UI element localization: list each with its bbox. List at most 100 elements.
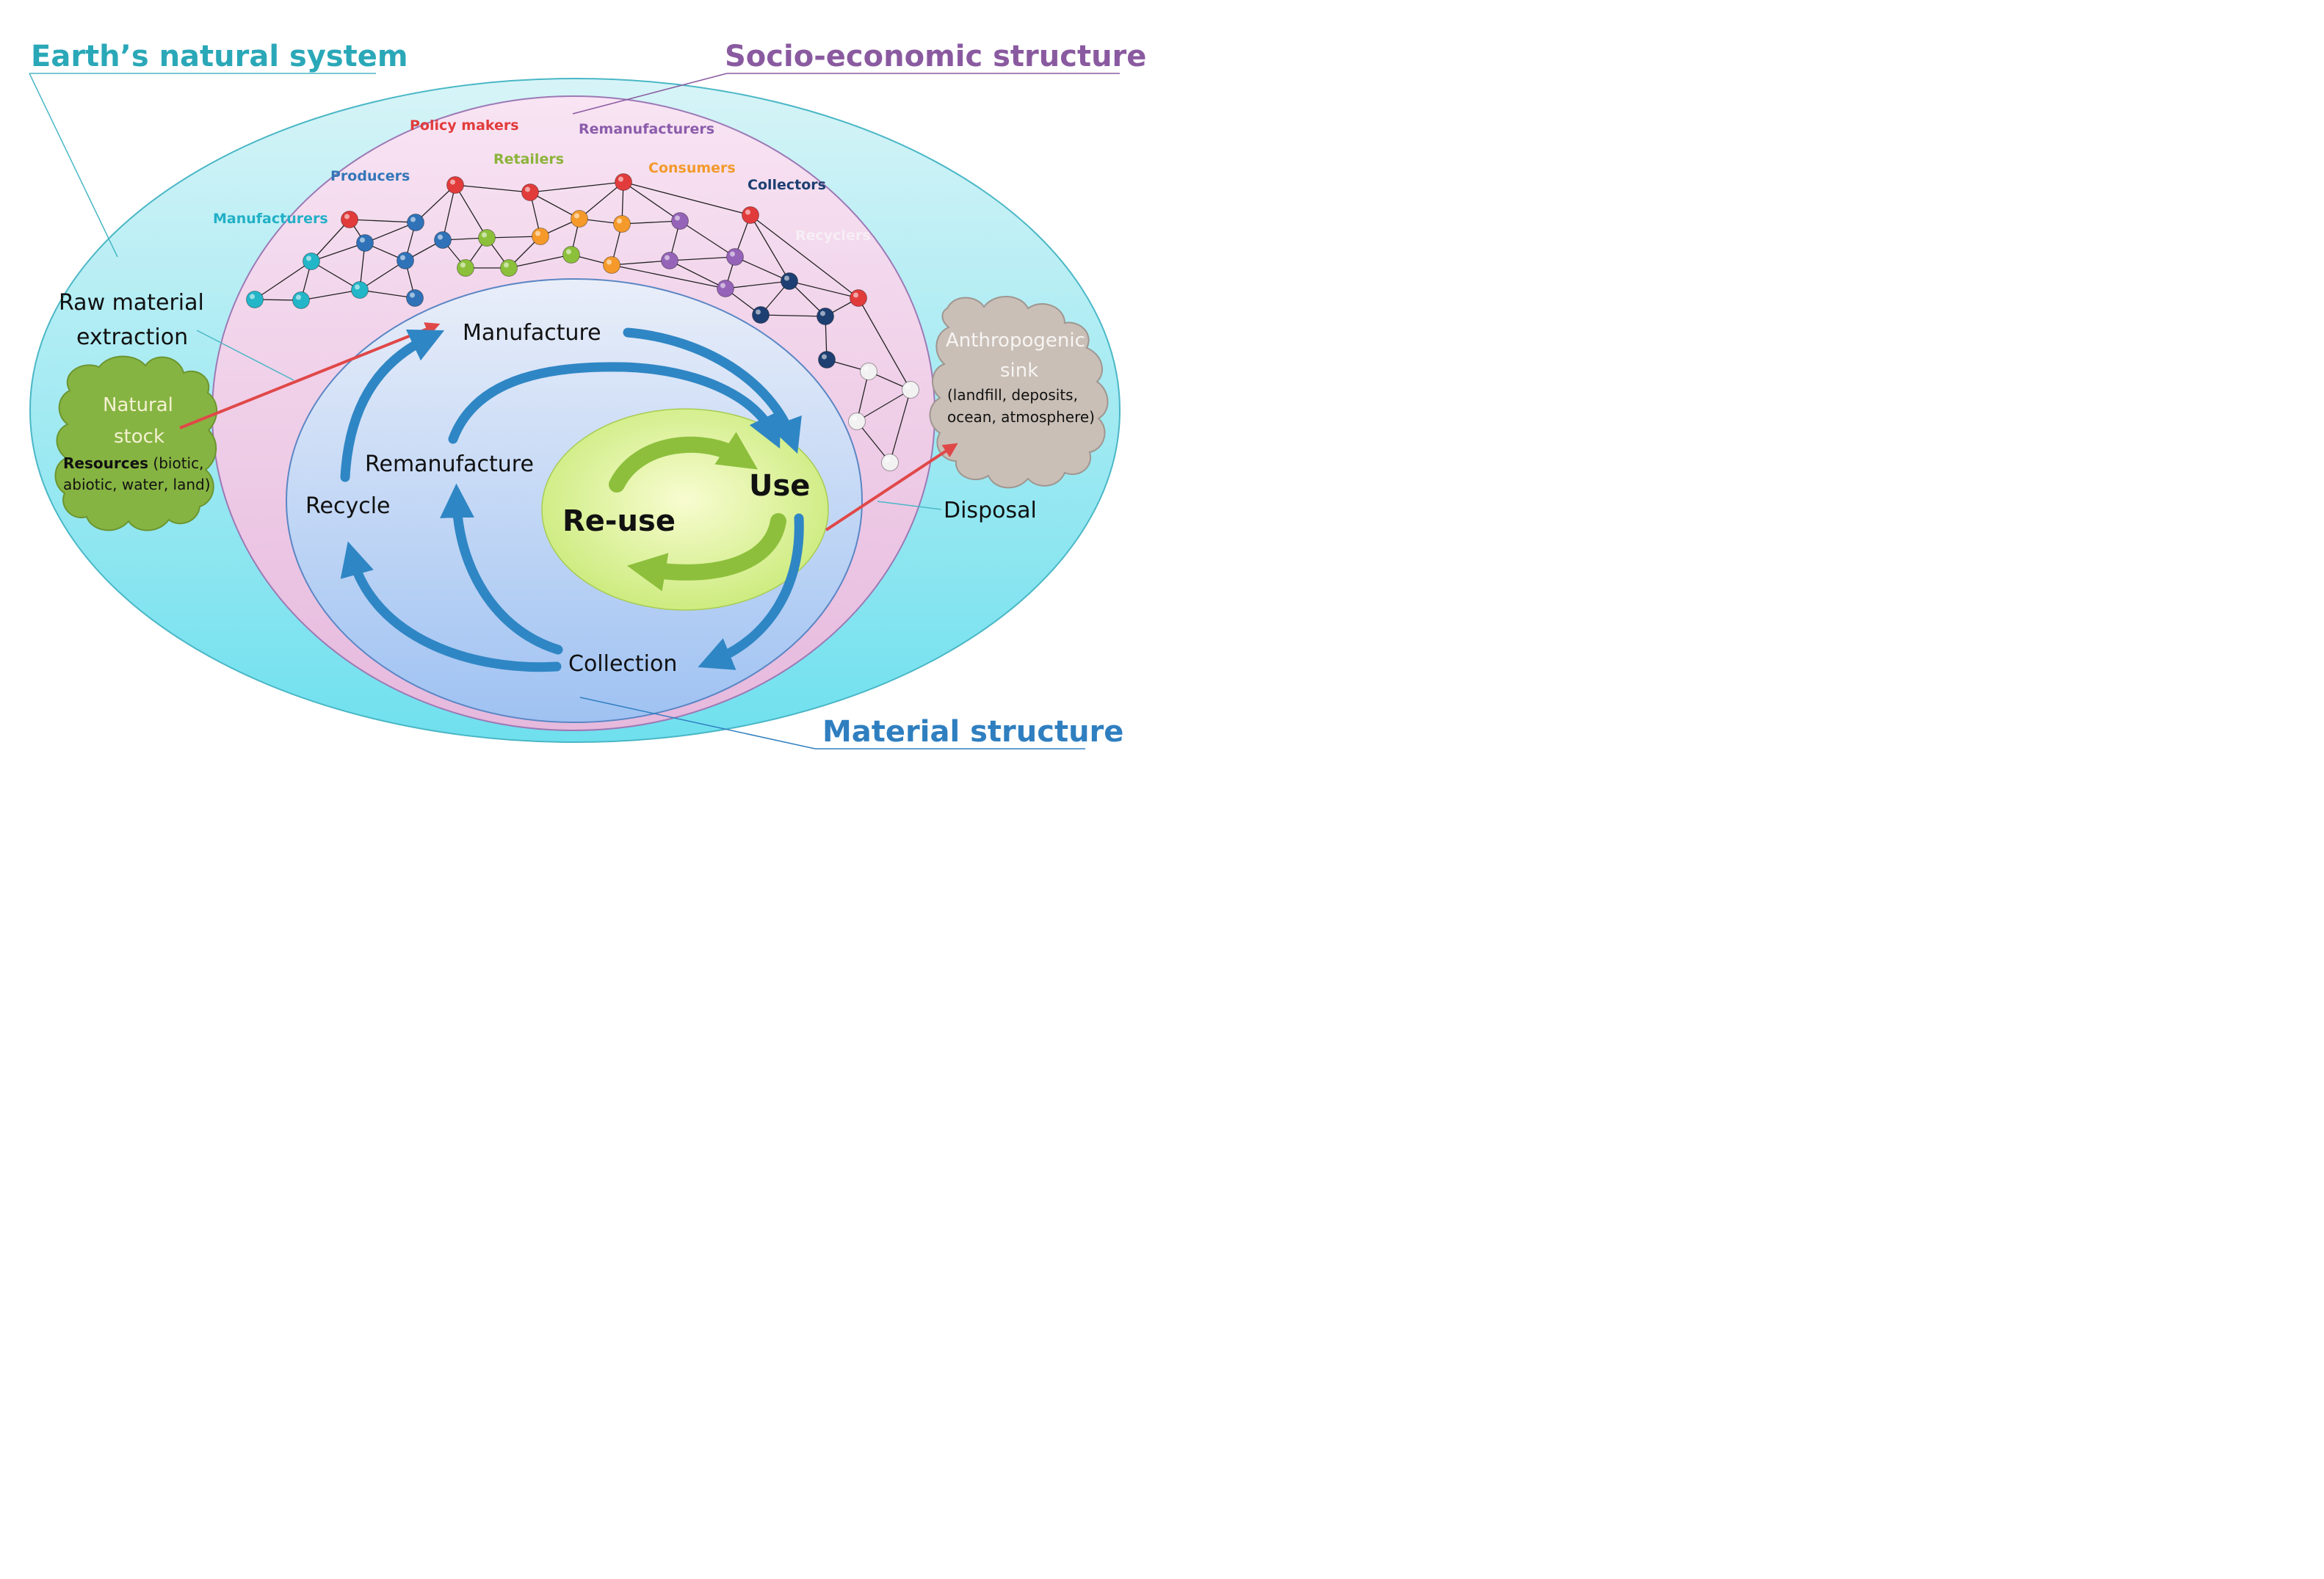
network-node — [818, 351, 836, 369]
network-node — [671, 212, 689, 230]
network-node — [356, 234, 374, 252]
remanufacture-label: Remanufacture — [365, 451, 534, 477]
raw-material-label-2: extraction — [76, 324, 188, 350]
use-to-collection-arrow — [698, 513, 804, 670]
network-node — [781, 272, 798, 290]
network-edge — [669, 256, 736, 261]
natural-stock-label-2: stock — [114, 426, 164, 448]
network-node-highlight — [756, 309, 761, 315]
role-manufacturers: Manufacturers — [213, 211, 328, 227]
network-node-highlight — [410, 217, 416, 222]
network-node-highlight — [864, 366, 869, 371]
network-node-highlight — [820, 311, 825, 316]
network-node — [742, 206, 759, 224]
network-edge — [311, 242, 366, 262]
network-edge — [623, 181, 751, 216]
network-node — [615, 173, 632, 191]
network-node — [860, 363, 877, 380]
network-node-highlight — [482, 232, 487, 238]
network-node-highlight — [607, 259, 612, 265]
network-node — [726, 248, 744, 266]
network-edge — [442, 184, 456, 241]
network-node-highlight — [566, 249, 571, 255]
circular-economy-diagram: Earth’s natural system Socio-economic st… — [0, 0, 1151, 785]
network-node — [603, 256, 620, 274]
network-edge — [856, 371, 869, 422]
network-node-highlight — [535, 231, 540, 236]
network-edge — [856, 389, 911, 422]
network-node — [521, 184, 539, 201]
network-node — [292, 291, 310, 309]
network-edge — [364, 222, 416, 244]
reuse-label: Re-use — [562, 504, 676, 538]
manufacture-to-use-arrow — [623, 327, 802, 454]
network-node — [562, 246, 580, 264]
network-node — [397, 252, 414, 269]
network-edge — [254, 261, 312, 300]
network-node — [752, 306, 770, 324]
role-retailers: Retailers — [493, 151, 564, 167]
network-edge — [415, 184, 456, 223]
network-node — [434, 231, 452, 249]
resources-rest: (biotic, — [148, 454, 203, 472]
network-edge — [679, 220, 736, 258]
network-edge — [486, 236, 541, 239]
network-node-highlight — [745, 209, 750, 215]
network-edge — [750, 214, 790, 282]
network-edge — [621, 220, 681, 225]
network-edge — [508, 254, 572, 269]
network-node — [848, 413, 866, 430]
network-node — [613, 215, 631, 233]
disposal-arrow — [825, 443, 958, 531]
network-edge — [300, 289, 361, 301]
reuse-cycle-arrows — [609, 432, 786, 592]
network-node-highlight — [885, 457, 890, 462]
role-producers: Producers — [330, 168, 410, 184]
network-node — [303, 253, 320, 270]
network-node-highlight — [720, 283, 725, 288]
network-edge — [529, 192, 580, 219]
remanufacture-to-use-arrow — [448, 362, 781, 449]
network-node — [446, 176, 464, 194]
network-node-highlight — [675, 215, 680, 221]
network-edge — [311, 219, 350, 262]
network-edge — [760, 314, 826, 317]
network-node — [341, 211, 358, 228]
network-edge — [856, 421, 891, 463]
network-edge — [359, 289, 416, 299]
network-node-highlight — [822, 354, 827, 360]
network-edge — [455, 184, 488, 239]
role-collectors: Collectors — [747, 177, 826, 193]
network-edge — [611, 264, 726, 289]
earth-system-title: Earth’s natural system — [31, 40, 408, 73]
network-node-highlight — [344, 214, 350, 219]
network-node — [881, 454, 899, 471]
network-node-highlight — [525, 186, 530, 192]
network-node-highlight — [852, 415, 857, 421]
network-node-highlight — [504, 262, 509, 268]
network-edge — [311, 261, 361, 291]
use-label: Use — [749, 469, 810, 503]
network-node — [571, 210, 588, 228]
socio-economic-title: Socio-economic structure — [725, 40, 1146, 73]
network-edge — [858, 297, 911, 391]
network-node-highlight — [296, 294, 301, 300]
network-node-highlight — [355, 284, 360, 290]
material-leader — [579, 697, 1085, 749]
network-node — [661, 252, 678, 269]
network-edge — [789, 280, 859, 299]
material-flow-arrows — [340, 327, 804, 672]
network-node — [817, 308, 834, 325]
network-node — [457, 259, 474, 277]
network-node-highlight — [905, 384, 911, 390]
resources-label-2: abiotic, water, land) — [63, 476, 211, 493]
network-edge — [623, 181, 681, 222]
network-node-highlight — [450, 179, 455, 185]
network-edge — [889, 389, 911, 463]
diagram-canvas: Earth’s natural system Socio-economic st… — [29, 40, 1146, 749]
network-node — [406, 289, 424, 307]
natural-stock-label-1: Natural — [103, 394, 173, 416]
role-recyclers: Recyclers — [795, 228, 871, 244]
network-edge — [455, 184, 531, 193]
sink-label-3: (landfill, deposits, — [947, 386, 1078, 404]
